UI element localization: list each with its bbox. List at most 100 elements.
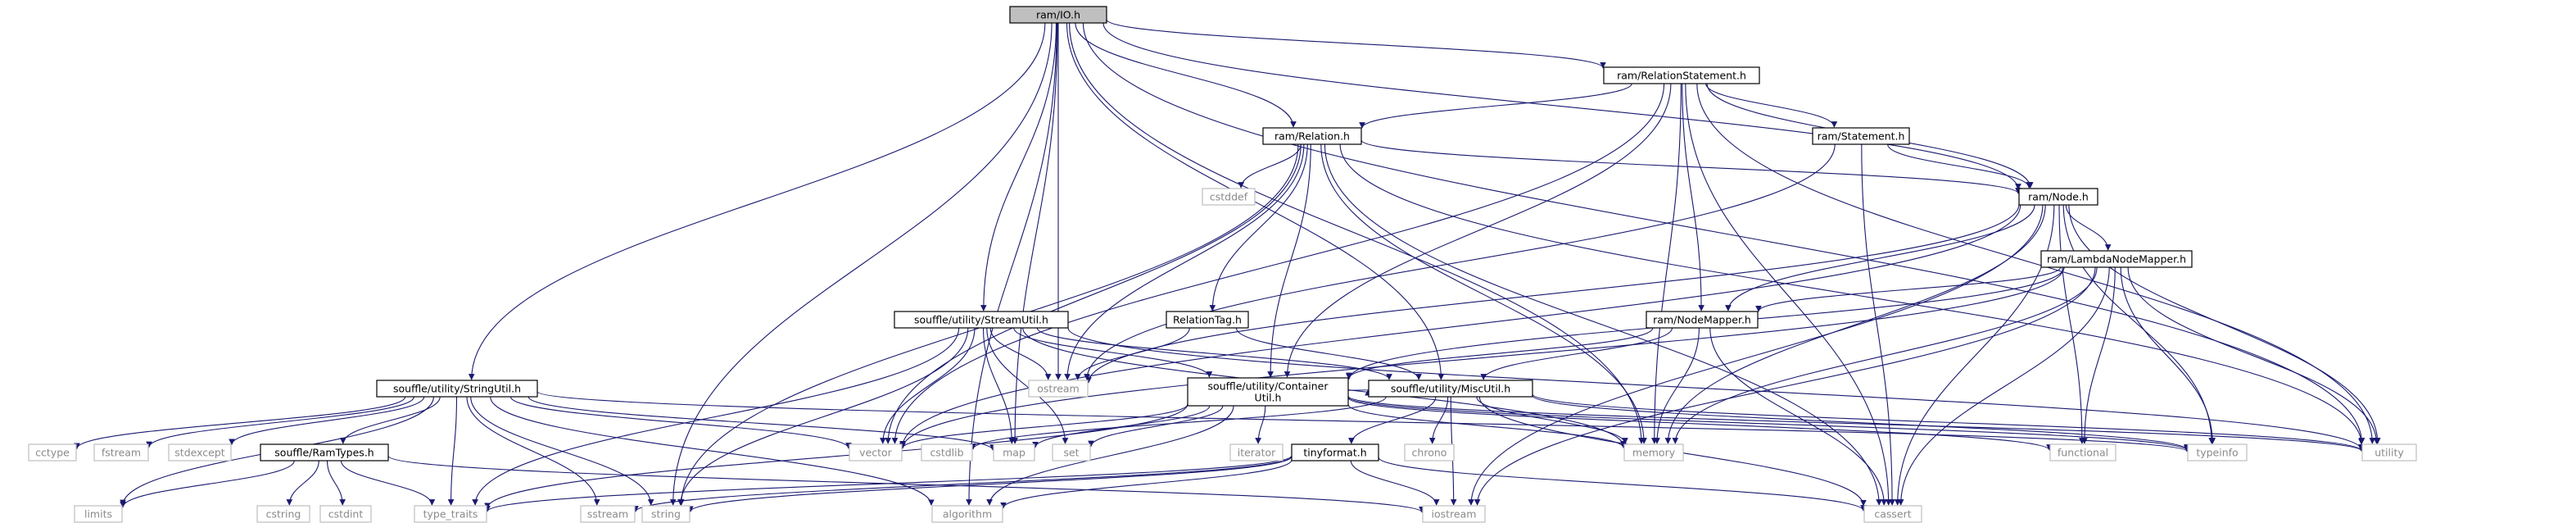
edge-line [536,391,2190,452]
node-box [319,505,372,523]
edge-line [1861,143,1895,506]
node-type_traits: type_traits [414,505,487,523]
edge-line [1074,327,1190,380]
node-ramtypes[interactable]: souffle/RamTypes.h [260,443,389,462]
edge-line [2065,204,2112,251]
edge-line [632,456,1293,512]
node-nodemapper[interactable]: ram/NodeMapper.h [1646,311,1759,329]
node-box [1404,443,1455,462]
edge-line [1480,327,1673,380]
edge-relstmt-to-cassert [1685,83,1892,506]
edge-node-to-memory [1664,204,2046,444]
node-box [2361,443,2417,462]
node-box [1202,188,1256,206]
edge-line [1255,405,1266,444]
edge-lambdanm-to-memory [1672,266,2098,444]
edge-relation-to-reltag [1209,143,1308,311]
edge-line [1347,395,2365,452]
node-label: utility [2375,447,2404,459]
node-relstmt[interactable]: ram/RelationStatement.h [1603,66,1760,84]
edge-tinyformat-to-type_traits [484,455,1293,512]
edge-relation-to-ostream [1064,143,1305,380]
edge-streamutil-to-set [986,327,1069,444]
node-io[interactable]: ram/IO.h [1009,6,1107,24]
node-label: souffle/utility/StreamUtil.h [914,314,1048,326]
edge-line [1102,22,2021,190]
node-box [256,505,310,523]
node-label: iterator [1238,447,1276,459]
edge-containerutil-to-type_traits [484,403,1188,510]
edge-relation-to-vector [885,143,1302,444]
edge-relation-to-cassert [1324,143,1882,506]
node-statement[interactable]: ram/Statement.h [1812,127,1910,145]
edge-line [1267,143,1311,378]
edge-relstmt-to-vector [891,83,1665,444]
edge-line [1350,460,1440,506]
edge-ramtypes-to-cstdint [326,460,346,506]
node-box [2040,250,2193,268]
node-label: ram/IO.h [1036,9,1080,21]
edge-line [891,83,1665,444]
edge-line [1209,143,1308,311]
edge-miscutil-to-cstdlib [970,396,1387,450]
edge-line [986,327,1069,444]
node-box [74,505,123,523]
edge-line [899,403,1188,449]
node-box [931,505,1003,523]
edge-lambdanm-to-nodemapper [1755,266,2062,312]
edge-statement-to-ostream [1084,143,1836,380]
node-box [993,443,1035,462]
edge-relstmt-to-containerutil [1283,83,1672,378]
node-tinyformat[interactable]: tinyformat.h [1291,443,1379,462]
edge-lambdanm-to-cassert [1897,266,2110,506]
edge-line [472,327,960,506]
node-label: algorithm [943,508,992,521]
edge-line [339,396,441,444]
node-lambdanm[interactable]: ram/LambdaNodeMapper.h [2040,250,2193,268]
edge-line [1085,204,2020,384]
node-reltag[interactable]: RelationTag.h [1166,311,1249,329]
node-label: ram/LambdaNodeMapper.h [2047,253,2186,266]
node-cstddef: cstddef [1202,188,1256,206]
node-label: fstream [102,447,141,459]
edge-line [1428,396,1449,444]
edge-line [470,396,654,506]
node-label: souffle/utility/Container [1208,380,1329,393]
edge-streamutil-to-type_traits [472,327,960,506]
edge-node-to-nodemapper [1725,204,2035,311]
node-box [93,443,149,462]
edge-relation-to-memory [1320,143,1647,444]
edge-line [120,460,295,508]
node-iterator: iterator [1229,443,1283,462]
node-box [894,311,1069,329]
edge-line [980,22,1057,311]
edge-nodemapper-to-miscutil [1480,327,1673,380]
node-label: cassert [1874,508,1911,521]
edge-containerutil-to-vector [899,403,1188,449]
node-box [849,443,903,462]
edge-miscutil-to-typeinfo [1532,394,2190,451]
node-label: set [1063,447,1079,459]
node-relation[interactable]: ram/Relation.h [1262,127,1362,145]
node-iostream: iostream [1422,505,1486,523]
node-node[interactable]: ram/Node.h [2018,188,2098,206]
node-box [1166,311,1249,329]
node-cstdlib: cstdlib [921,443,973,462]
edge-containerutil-to-algorithm [986,405,1234,506]
node-box [1262,127,1362,145]
node-string: string [641,505,690,523]
edge-nodemapper-to-memory [1654,327,1700,444]
node-stringutil[interactable]: souffle/utility/StringUtil.h [376,380,538,398]
node-miscutil[interactable]: souffle/utility/MiscUtil.h [1368,380,1533,398]
edge-line [879,327,976,444]
edge-line [1346,327,1654,380]
edge-containerutil-to-set [1088,405,1224,448]
edge-statement-to-cassert [1861,143,1895,506]
node-streamutil[interactable]: souffle/utility/StreamUtil.h [894,311,1069,329]
node-label: ram/NodeMapper.h [1653,314,1751,326]
edge-stringutil-to-vector [509,396,852,449]
edge-line [340,460,436,506]
edge-node-to-ostream [1085,204,2020,384]
node-label: ram/Relation.h [1274,130,1350,143]
